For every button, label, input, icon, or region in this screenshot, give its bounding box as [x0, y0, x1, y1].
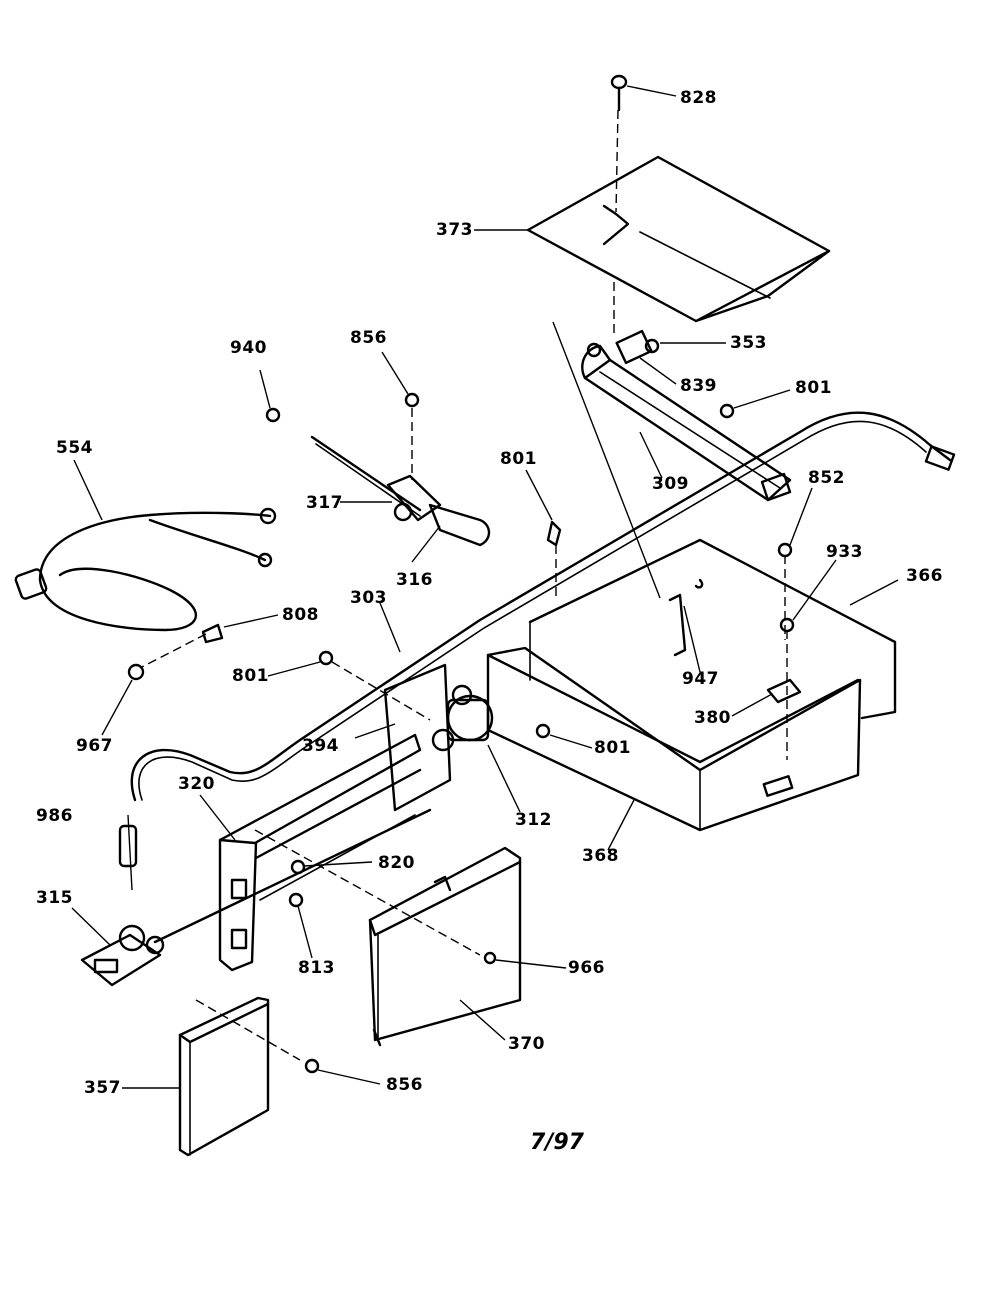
- callout-856-b: 856: [386, 1075, 423, 1095]
- callout-554: 554: [56, 438, 93, 458]
- callout-947: 947: [682, 669, 719, 689]
- callout-828: 828: [680, 88, 717, 108]
- tube-303: [118, 411, 956, 891]
- bracket-317-316: [259, 351, 491, 563]
- callout-967: 967: [76, 736, 113, 756]
- callout-839: 839: [680, 376, 717, 396]
- callout-808: 808: [282, 605, 319, 625]
- callout-315: 315: [36, 888, 73, 908]
- callout-813: 813: [298, 958, 335, 978]
- callout-320: 320: [178, 774, 215, 794]
- manifold-320: [153, 733, 481, 972]
- plate-357: [122, 996, 381, 1157]
- callout-820: 820: [378, 853, 415, 873]
- callout-801-b: 801: [500, 449, 537, 469]
- valve-315: [71, 907, 165, 987]
- callout-986: 986: [36, 806, 73, 826]
- shield-373: [474, 155, 831, 336]
- screw-828: [610, 74, 677, 213]
- callout-856-a: 856: [350, 328, 387, 348]
- valve-312: [354, 663, 521, 813]
- callout-852: 852: [808, 468, 845, 488]
- callout-380: 380: [694, 708, 731, 728]
- callout-316: 316: [396, 570, 433, 590]
- callout-801-a: 801: [795, 378, 832, 398]
- callout-801-d: 801: [594, 738, 631, 758]
- revision-date: 7/97: [530, 1130, 584, 1155]
- cord-554: [14, 459, 277, 632]
- callout-933: 933: [826, 542, 863, 562]
- callout-309: 309: [652, 474, 689, 494]
- burner-309: [552, 321, 792, 599]
- callout-370: 370: [508, 1034, 545, 1054]
- callout-353: 353: [730, 333, 767, 353]
- callout-366: 366: [906, 566, 943, 586]
- callout-357: 357: [84, 1078, 121, 1098]
- callout-966: 966: [568, 958, 605, 978]
- callout-373: 373: [436, 220, 473, 240]
- callout-394: 394: [302, 736, 339, 756]
- callout-312: 312: [515, 810, 552, 830]
- callout-317: 317: [306, 493, 343, 513]
- callout-303: 303: [350, 588, 387, 608]
- callout-801-c: 801: [232, 666, 269, 686]
- screw-801-set: [267, 469, 593, 749]
- fitting-808-967: [101, 614, 279, 736]
- callout-368: 368: [582, 846, 619, 866]
- callout-940: 940: [230, 338, 267, 358]
- drip-box-366-368: [486, 487, 899, 851]
- panel-370: [368, 846, 567, 1047]
